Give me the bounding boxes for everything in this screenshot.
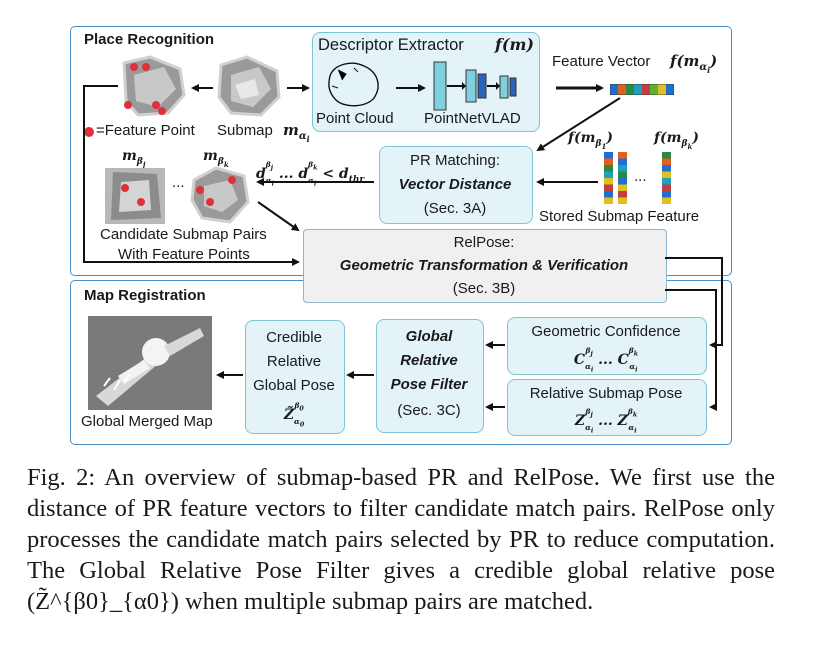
- relpose-title: RelPose:: [453, 234, 515, 251]
- stored-feature-symbol-first: f(mβ1): [568, 130, 613, 151]
- candidate-submap-image-first: [105, 168, 165, 224]
- descriptor-function: f(m): [495, 35, 534, 54]
- feature-point-legend-marker: [84, 127, 94, 137]
- pr-matching-ref: (Sec. 3A): [423, 200, 487, 217]
- filter-ref: (Sec. 3C): [397, 402, 461, 419]
- submap-with-feature-points-image: [120, 55, 188, 117]
- candidate-caption-line2: With Feature Points: [118, 246, 250, 263]
- feature-point-legend: =Feature Point: [96, 122, 195, 139]
- relative-submap-pose-title: Relative Submap Pose: [529, 385, 683, 402]
- pr-matching-title: PR Matching:: [409, 152, 501, 169]
- submap-image: [215, 55, 283, 117]
- credible-line-2: Relative: [266, 353, 322, 370]
- candidate-caption-line1: Candidate Submap Pairs: [100, 226, 267, 243]
- filter-line-3: Pose Filter: [390, 376, 468, 393]
- relpose-box: [303, 229, 667, 303]
- pr-matching-box: [379, 146, 533, 224]
- feature-vector-label: Feature Vector: [552, 53, 651, 70]
- filter-line-1: Global: [405, 328, 453, 345]
- candidate-symbol-first: mβj: [122, 148, 146, 169]
- relpose-method: Geometric Transformation & Verification: [339, 257, 629, 274]
- candidate-symbol-last: mβk: [203, 148, 229, 169]
- feature-vector-symbol: f(mαi): [670, 52, 718, 75]
- global-merged-map-image: [88, 316, 212, 410]
- point-cloud-image: [324, 58, 384, 110]
- pointnetvlad-label: PointNetVLAD: [424, 110, 521, 127]
- pr-matching-method: Vector Distance: [398, 176, 512, 193]
- point-cloud-label: Point Cloud: [316, 110, 394, 127]
- pointnetvlad-network-icon: [430, 60, 525, 112]
- relative-submap-pose-box: [507, 379, 707, 436]
- global-relative-pose-filter-box: [376, 319, 484, 433]
- stored-feature-ellipsis: ...: [634, 168, 647, 185]
- candidate-submap-image-last: [190, 166, 250, 224]
- geometric-confidence-title: Geometric Confidence: [531, 323, 681, 340]
- credible-line-3: Global Pose: [253, 377, 335, 394]
- relpose-ref: (Sec. 3B): [452, 280, 516, 297]
- descriptor-extractor-title: Descriptor Extractor: [318, 36, 464, 54]
- stored-feature-vectors: [604, 152, 674, 204]
- map-registration-title: Map Registration: [84, 287, 206, 304]
- filter-line-2: Relative: [400, 352, 458, 369]
- global-merged-map-label: Global Merged Map: [81, 413, 213, 430]
- stored-feature-label: Stored Submap Feature: [539, 208, 700, 225]
- submap-symbol: mαi: [283, 121, 310, 144]
- credible-line-1: Credible: [266, 329, 322, 346]
- stored-feature-symbol-last: f(mβk): [654, 130, 699, 151]
- feature-vector-bar: [609, 82, 675, 96]
- figure-caption: Fig. 2: An overview of submap-based PR a…: [27, 464, 775, 615]
- credible-global-pose-box: [245, 320, 345, 434]
- place-recognition-title: Place Recognition: [84, 31, 215, 48]
- geometric-confidence-box: [507, 317, 707, 375]
- candidate-ellipsis: ...: [172, 174, 185, 191]
- submap-label: Submap: [217, 122, 273, 139]
